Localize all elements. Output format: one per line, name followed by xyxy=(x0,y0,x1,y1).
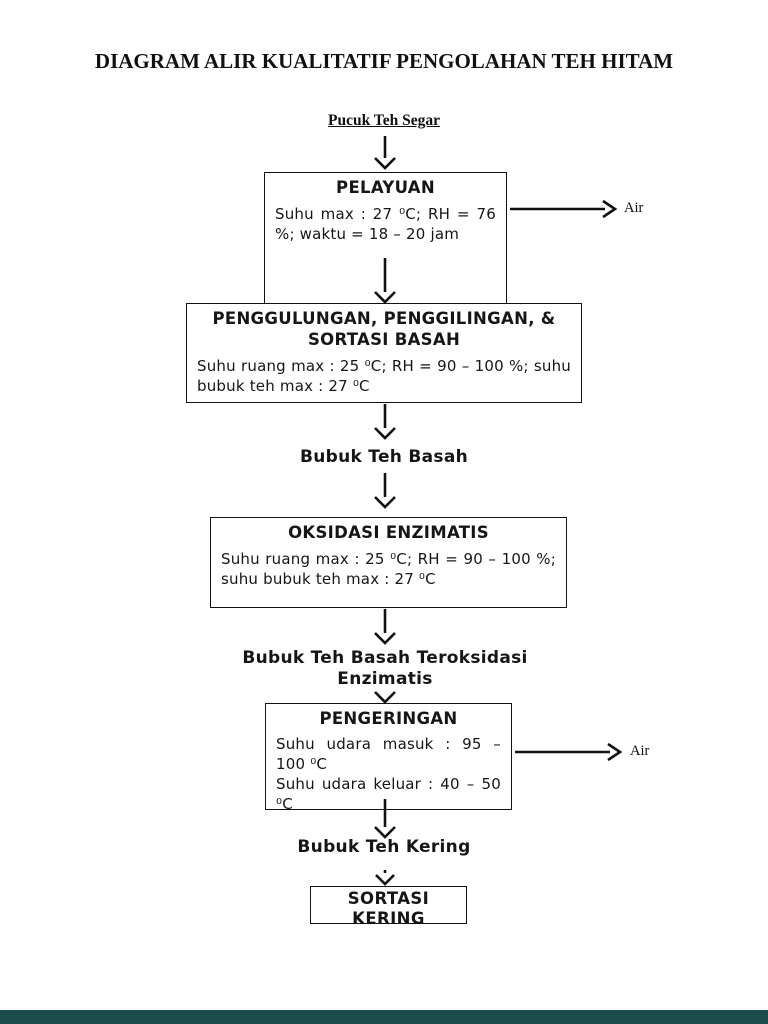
box-pelayuan-body: Suhu max : 27 ⁰C; RH = 76 %; waktu = 18 … xyxy=(275,205,496,243)
air-out-arrow-icon xyxy=(515,742,623,762)
label-bubuk-teh-kering: Bubuk Teh Kering xyxy=(297,837,471,857)
box-pengeringan-title: PENGERINGAN xyxy=(319,709,458,728)
box-pelayuan-title: PELAYUAN xyxy=(336,178,435,197)
flow-arrow-down-icon xyxy=(374,473,396,509)
flow-arrow-down-icon xyxy=(374,609,396,645)
box-sortasi-kering: SORTASI KERING xyxy=(310,886,467,924)
box-pelayuan: PELAYUAN Suhu max : 27 ⁰C; RH = 76 %; wa… xyxy=(264,172,507,303)
flow-arrowhead-down-icon xyxy=(375,870,395,886)
box-pengeringan-body-1: Suhu udara masuk : 95 – 100 ⁰C xyxy=(276,735,501,773)
label-bubuk-teh-basah-teroksidasi: Bubuk Teh Basah Teroksidasi Enzimatis xyxy=(242,648,528,689)
label-air-1: Air xyxy=(624,200,644,216)
flow-arrow-down-icon xyxy=(374,404,396,440)
page-title: DIAGRAM ALIR KUALITATIF PENGOLAHAN TEH H… xyxy=(94,49,674,73)
box-penggulungan-body: Suhu ruang max : 25 ⁰C; RH = 90 – 100 %;… xyxy=(197,357,571,395)
box-sortasi-title-line1: SORTASI xyxy=(347,889,430,908)
label-pucuk-teh-segar: Pucuk Teh Segar xyxy=(328,112,440,129)
label-bubuk-teh-basah: Bubuk Teh Basah xyxy=(299,447,469,467)
box-pengeringan-body-2: Suhu udara keluar : 40 – 50 ⁰C xyxy=(276,775,501,810)
box-pengeringan: PENGERINGAN Suhu udara masuk : 95 – 100 … xyxy=(265,703,512,810)
flow-arrow-down-icon xyxy=(374,799,396,839)
flow-arrow-down-icon xyxy=(374,258,396,304)
box-oksidasi-title: OKSIDASI ENZIMATIS xyxy=(288,523,489,542)
box-oksidasi-enzimatis: OKSIDASI ENZIMATIS Suhu ruang max : 25 ⁰… xyxy=(210,517,567,608)
label-air-2: Air xyxy=(630,743,650,759)
air-out-arrow-icon xyxy=(510,199,618,219)
box-oksidasi-body: Suhu ruang max : 25 ⁰C; RH = 90 – 100 %;… xyxy=(221,550,556,588)
box-penggulungan-penggilingan-sortasi-basah: PENGGULUNGAN, PENGGILINGAN, & SORTASI BA… xyxy=(186,303,582,403)
flow-arrow-down-icon xyxy=(374,136,396,170)
flow-arrowhead-down-icon xyxy=(374,691,396,704)
box-sortasi-title-line2: KERING xyxy=(352,909,425,924)
box-penggulungan-title: PENGGULUNGAN, PENGGILINGAN, & SORTASI BA… xyxy=(212,309,556,349)
viewer-edge-bar xyxy=(0,1010,768,1024)
